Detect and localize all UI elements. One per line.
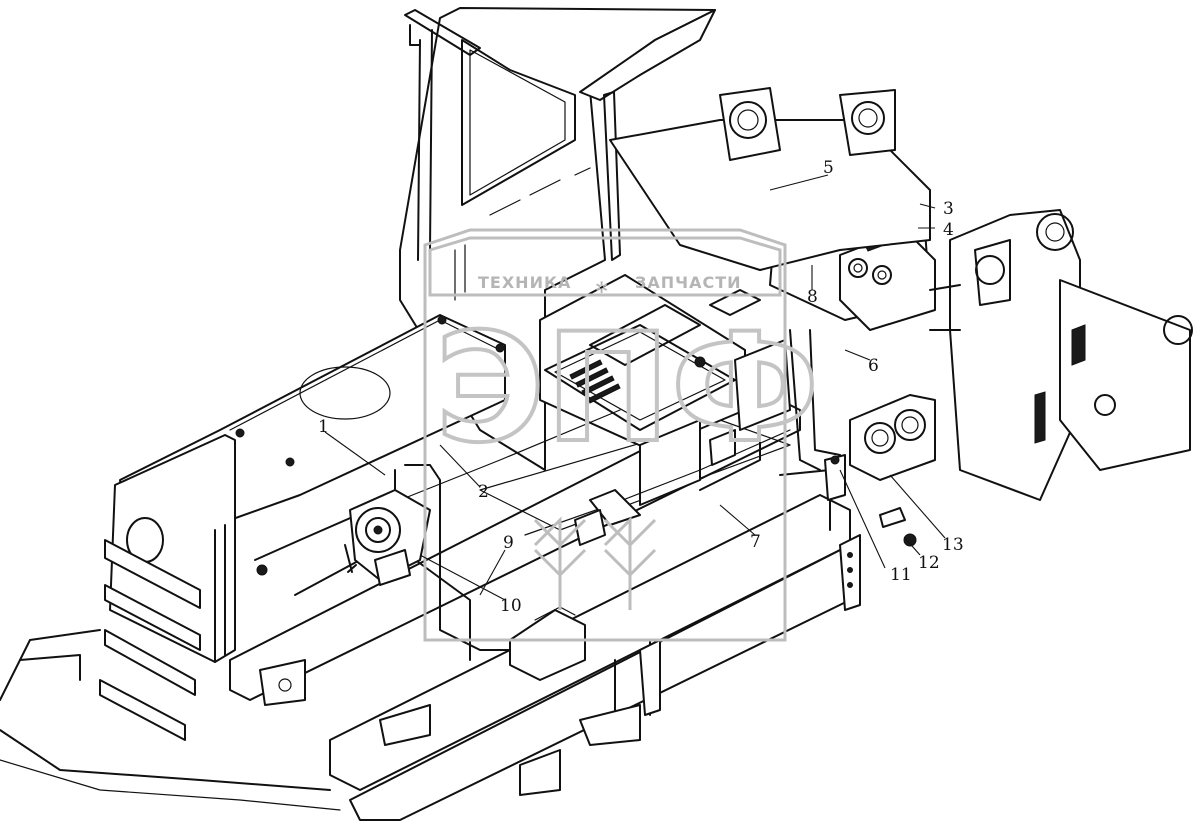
callout-5: 5 — [823, 158, 834, 178]
leader-lines — [324, 174, 946, 601]
rear-engine-hood — [99, 314, 506, 741]
watermark-word-right: ЗАПЧАСТИ — [635, 273, 742, 292]
callout-4: 4 — [943, 220, 954, 240]
watermark-word-left: ТЕХНИКА — [478, 273, 571, 292]
gear-icon: ✲ — [595, 278, 609, 297]
callout-12: 12 — [918, 553, 940, 573]
vent-slots — [569, 359, 621, 404]
compressor — [256, 489, 431, 586]
callout-8: 8 — [807, 287, 818, 307]
watermark: ТЕХНИКА ЗАПЧАСТИ ✲ ЭПФ — [423, 228, 821, 642]
callout-13: 13 — [942, 535, 964, 555]
watermark-big-letters: ЭПФ — [435, 302, 819, 476]
callouts: 1 2 3 4 5 6 7 8 9 10 11 12 13 — [318, 158, 964, 616]
front-frame — [609, 87, 1193, 501]
callout-7: 7 — [750, 532, 761, 552]
callout-10: 10 — [500, 596, 522, 616]
electrical-box — [539, 274, 791, 506]
callout-9: 9 — [503, 533, 514, 553]
bottom-skid-plate — [0, 629, 341, 811]
callout-6: 6 — [868, 356, 879, 376]
condenser-unit — [824, 394, 936, 547]
callout-11: 11 — [890, 565, 912, 585]
callout-3: 3 — [943, 199, 954, 219]
floor-components — [509, 289, 761, 681]
callout-1: 1 — [318, 417, 329, 437]
callout-2: 2 — [478, 482, 489, 502]
